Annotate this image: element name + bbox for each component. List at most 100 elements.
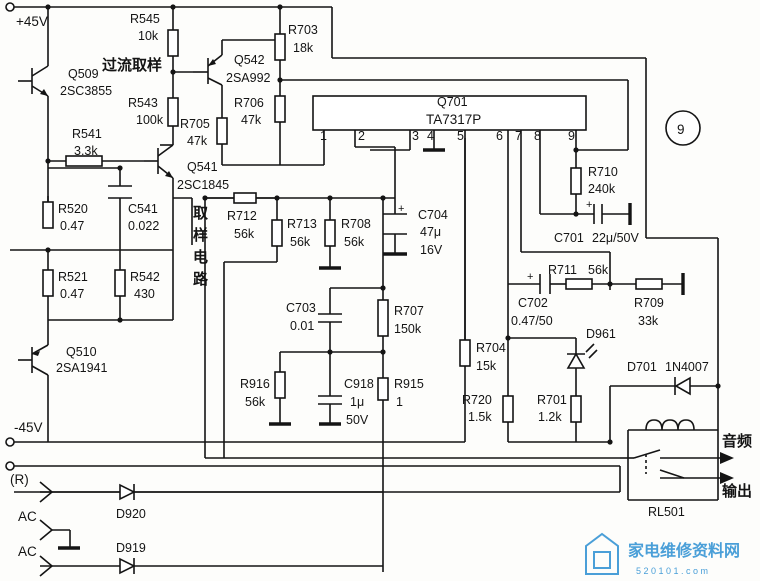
ac1-label: AC — [18, 509, 37, 524]
ic-pin-7: 7 — [515, 129, 522, 143]
ic-pin-5: 5 — [457, 129, 464, 143]
transistor-q510 — [31, 344, 49, 376]
r701-ref: R701 — [537, 393, 567, 407]
r703-ref: R703 — [288, 23, 318, 37]
relay-rl501 — [633, 419, 695, 479]
r711-value: 56k — [588, 263, 609, 277]
c918-value: 1μ — [350, 395, 364, 409]
section-number: 9 — [677, 122, 685, 137]
ac-input-terminals — [39, 481, 54, 577]
c704-ref: C704 — [418, 208, 448, 222]
q541-ref: Q541 — [187, 160, 218, 174]
ic-pin-1: 1 — [320, 129, 327, 143]
r701-value: 1.2k — [538, 410, 562, 424]
r708-ref: R708 — [341, 217, 371, 231]
diodes — [119, 343, 691, 575]
r720-ref: R720 — [462, 393, 492, 407]
ic-pin-6: 6 — [496, 129, 503, 143]
r720-value: 1.5k — [468, 410, 492, 424]
q510-ref: Q510 — [66, 345, 97, 359]
r708-value: 56k — [344, 235, 365, 249]
transistor-q542 — [193, 54, 223, 86]
svg-text:+: + — [586, 199, 592, 211]
sample-char-2: 样 — [193, 226, 208, 244]
ic-pin-9: 9 — [568, 129, 575, 143]
d961-ref: D961 — [586, 327, 616, 341]
r703-value: 18k — [293, 41, 314, 55]
r520-ref: R520 — [58, 202, 88, 216]
section-number-circle — [665, 110, 701, 146]
r711-ref: R711 — [548, 263, 577, 277]
r543-ref: R543 — [128, 96, 158, 110]
c701-ref: C701 — [554, 231, 584, 245]
d701-part: 1N4007 — [665, 360, 709, 374]
ic-pin-4: 4 — [427, 129, 434, 143]
r713-value: 56k — [290, 235, 311, 249]
r706-ref: R706 — [234, 96, 264, 110]
sample-char-3: 电 — [193, 248, 208, 266]
d919-ref: D919 — [116, 541, 146, 555]
q509-part: 2SC3855 — [60, 84, 112, 98]
watermark-text: 家电维修资料网 — [628, 541, 740, 560]
r710-value: 240k — [588, 182, 616, 196]
audio-label: 音频 — [722, 432, 752, 450]
r915-ref: R915 — [394, 377, 424, 391]
r706-value: 47k — [241, 113, 262, 127]
c918-voltage: 50V — [346, 413, 369, 427]
r704-value: 15k — [476, 359, 497, 373]
r709-value: 33k — [638, 314, 659, 328]
q509-ref: Q509 — [68, 67, 99, 81]
ic-pin-8: 8 — [534, 129, 541, 143]
ac2-label: AC — [18, 544, 37, 559]
c702-value: 0.47/50 — [511, 314, 553, 328]
relay-ref: RL501 — [648, 505, 685, 519]
c541-value: 0.022 — [128, 219, 159, 233]
r-label: (R) — [10, 472, 29, 487]
output-arrows — [720, 452, 734, 484]
r712-ref: R712 — [227, 209, 257, 223]
c703-ref: C703 — [286, 301, 316, 315]
c701-value: 22μ/50V — [592, 231, 639, 245]
transistor-q509 — [31, 65, 49, 97]
output-label: 输出 — [722, 482, 752, 500]
q542-ref: Q542 — [234, 53, 265, 67]
r712-value: 56k — [234, 227, 255, 241]
labels: +45V -45V (R) AC AC 9 Q701 TA7317P 1 2 3… — [10, 12, 752, 576]
r713-ref: R713 — [287, 217, 317, 231]
capacitors: + + + — [108, 185, 630, 405]
rail-pos-label: +45V — [16, 14, 48, 29]
r542-ref: R542 — [130, 270, 160, 284]
transistor-q541 — [144, 144, 174, 179]
q541-part: 2SC1845 — [177, 178, 229, 192]
r541-value: 3.3k — [74, 144, 98, 158]
r915-value: 1 — [396, 395, 403, 409]
ic-name: Q701 — [437, 95, 468, 109]
c702-ref: C702 — [518, 296, 548, 310]
d701-ref: D701 — [627, 360, 657, 374]
wires — [10, 6, 720, 572]
c704-value: 47μ — [420, 225, 441, 239]
c703-value: 0.01 — [290, 319, 314, 333]
r545-ref: R545 — [130, 12, 160, 26]
svg-text:+: + — [398, 203, 404, 215]
q510-part: 2SA1941 — [56, 361, 107, 375]
svg-text:+: + — [527, 271, 533, 283]
r542-value: 430 — [134, 287, 155, 301]
c541-ref: C541 — [128, 202, 158, 216]
c704-voltage: 16V — [420, 243, 443, 257]
r521-value: 0.47 — [60, 287, 84, 301]
r545-value: 10k — [138, 29, 159, 43]
watermark-url: 5 2 0 1 0 1 . c o m — [636, 566, 708, 576]
r704-ref: R704 — [476, 341, 506, 355]
r705-value: 47k — [187, 134, 208, 148]
r543-value: 100k — [136, 113, 164, 127]
r520-value: 0.47 — [60, 219, 84, 233]
r707-value: 150k — [394, 322, 422, 336]
r710-ref: R710 — [588, 165, 618, 179]
q542-part: 2SA992 — [226, 71, 271, 85]
overcurrent-sample-label: 过流取样 — [102, 56, 162, 74]
terminals — [5, 2, 15, 471]
r707-ref: R707 — [394, 304, 424, 318]
c918-ref: C918 — [344, 377, 374, 391]
